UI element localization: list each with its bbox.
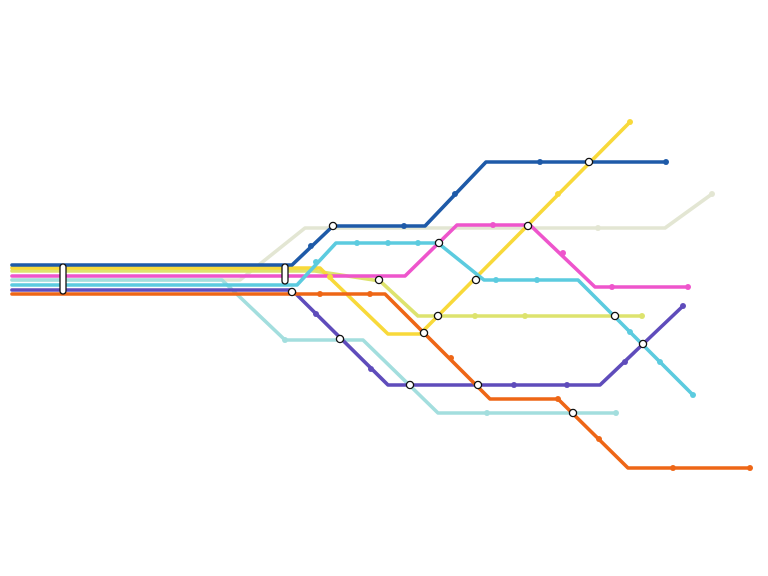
interchange-station [638,339,648,349]
line-orange-station [317,291,323,297]
interchange-station [335,334,345,344]
line-yellow [10,120,632,336]
interchange-station [568,408,578,418]
line-cyan-station [534,277,540,283]
metro-lines [10,120,752,470]
line-light-teal-station [613,410,619,416]
line-magenta-station [685,284,691,290]
line-orange-station [555,396,561,402]
line-light-teal-station [282,337,288,343]
interchange-station [610,311,620,321]
interchange-station [374,275,384,285]
line-yellow-station [327,274,333,280]
line-orange [10,292,752,470]
line-purple-station [511,382,517,388]
interchange-station [419,328,429,338]
line-purple-station [368,366,374,372]
line-dark-blue-station [537,159,543,165]
interchange-station [523,221,533,231]
line-orange-station [747,465,753,471]
interchange-station [434,238,444,248]
line-orange-station [448,355,454,361]
line-purple-station [313,311,319,317]
interchange-stations [59,157,648,418]
line-dark-blue-station [663,159,669,165]
line-dark-blue-station [452,191,458,197]
line-purple [10,288,685,387]
line-cyan-station [493,277,499,283]
line-cyan-station [415,240,421,246]
line-magenta-station [609,284,615,290]
line-cyan-station [313,259,319,265]
line-lime-station [522,313,528,319]
line-magenta [10,223,690,289]
line-purple-station [622,359,628,365]
interchange-station [328,221,338,231]
line-yellow-station [627,119,633,125]
line-magenta-station [560,250,566,256]
line-yellow-station [555,191,561,197]
line-cyan-station [385,240,391,246]
line-orange-station [596,436,602,442]
line-cyan-station [690,392,696,398]
line-lime-station [472,313,478,319]
interchange-station [287,287,297,297]
line-cyan-station [627,329,633,335]
line-light-teal-station [484,410,490,416]
line-dark-blue-station [308,243,314,249]
line-dark-blue-station [401,223,407,229]
line-purple-station [564,382,570,388]
interchange-bar [281,263,289,285]
line-orange-station [670,465,676,471]
metro-stations [282,119,753,471]
line-magenta-station [490,222,496,228]
line-beige-station [709,191,715,197]
interchange-station [584,157,594,167]
line-dark-blue [10,160,668,267]
line-orange-station [367,291,373,297]
line-beige-station [595,225,601,231]
line-cyan-station [657,359,663,365]
line-cyan-station [354,240,360,246]
line-purple-station [680,303,686,309]
interchange-station [471,275,481,285]
line-light-teal [10,278,618,415]
line-lime-station [639,313,645,319]
interchange-station [473,380,483,390]
interchange-station [405,380,415,390]
interchange-bar [59,263,67,295]
interchange-station [433,311,443,321]
